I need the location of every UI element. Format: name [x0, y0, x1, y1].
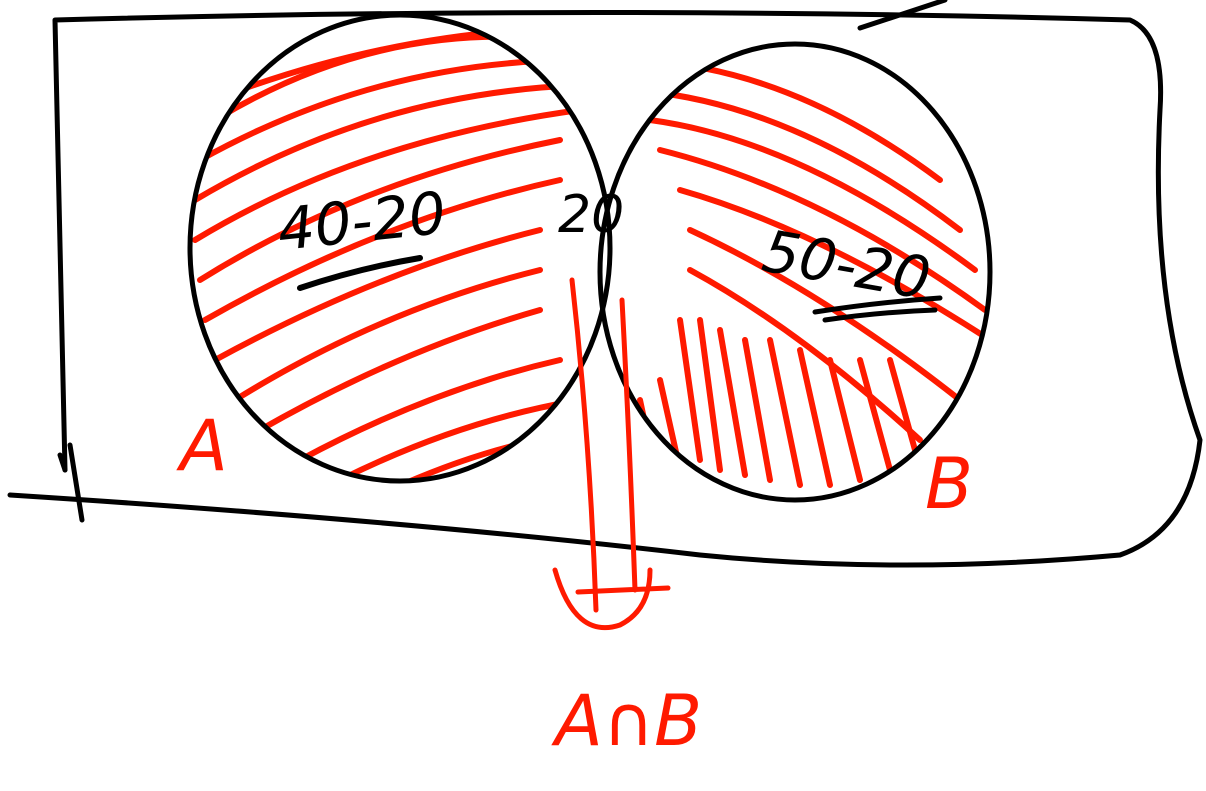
intersection-pointer-arrow: [552, 277, 671, 631]
boundary-tick-mark: [57, 442, 85, 523]
intersection-pointer-label: A∩B: [551, 680, 702, 762]
boundary-corner-tick: [857, 0, 948, 31]
universal-set-boundary: [7, 10, 1203, 568]
set-b-region-underline: [812, 295, 943, 323]
set-b-circle: [597, 41, 993, 503]
set-a-region-underline: [297, 255, 423, 291]
set-b-name-label: B: [925, 443, 973, 525]
set-a-region-label: 40-20: [274, 179, 449, 264]
set-b-shading: [617, 57, 990, 488]
intersection-value-label: 20: [558, 185, 624, 245]
set-a-circle: [187, 12, 613, 484]
set-a-name-label: A: [176, 405, 228, 487]
